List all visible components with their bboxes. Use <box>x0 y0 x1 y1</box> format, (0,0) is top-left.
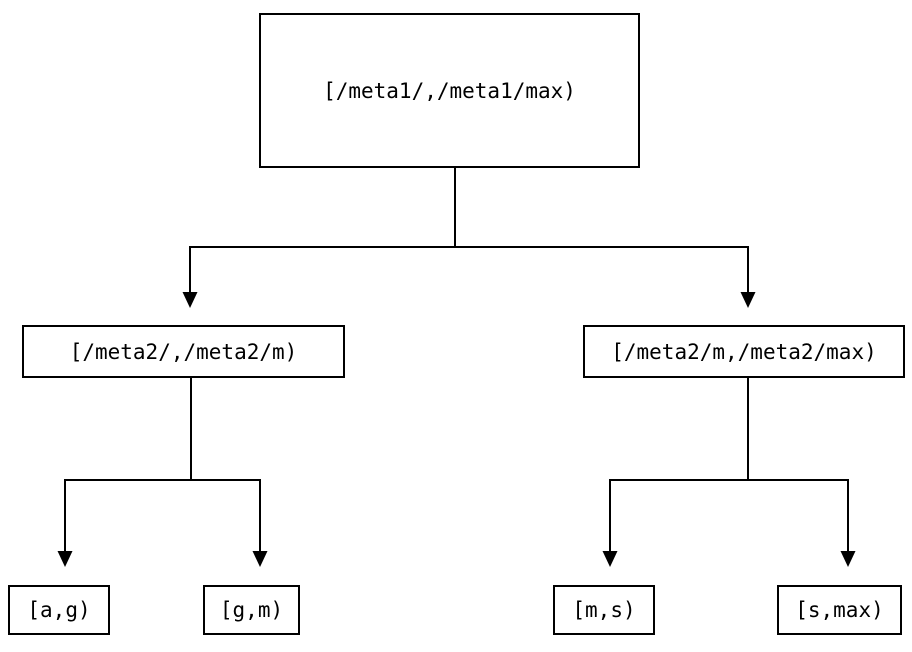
node-meta2-upper: [/meta2/m,/meta2/max) <box>583 325 905 378</box>
node-meta2-lower-label: [/meta2/,/meta2/m) <box>69 339 298 364</box>
node-leaf-smax-label: [s,max) <box>795 598 884 622</box>
node-leaf-ag: [a,g) <box>8 585 110 635</box>
node-leaf-gm-label: [g,m) <box>219 598 284 622</box>
edge-left-leaf-ag-arrowhead <box>57 551 73 567</box>
edge-left-leaf-gm-arrowhead <box>252 551 268 567</box>
edge-root-left-arrowhead <box>182 292 198 308</box>
edge-right-leaf-ms-arrowhead <box>602 551 618 567</box>
node-leaf-ms-label: [m,s) <box>572 598 636 622</box>
edge-root-right-arrowhead <box>740 292 756 308</box>
node-meta2-upper-label: [/meta2/m,/meta2/max) <box>611 339 877 364</box>
node-leaf-ms: [m,s) <box>553 585 655 635</box>
node-root-label: [/meta1/,/meta1/max) <box>323 78 576 103</box>
node-leaf-ag-label: [a,g) <box>27 598 91 622</box>
edge-right-leaf-smax-arrowhead <box>840 551 856 567</box>
node-meta2-lower: [/meta2/,/meta2/m) <box>22 325 345 378</box>
node-leaf-smax: [s,max) <box>777 585 902 635</box>
node-leaf-gm: [g,m) <box>203 585 300 635</box>
node-root: [/meta1/,/meta1/max) <box>259 13 640 168</box>
